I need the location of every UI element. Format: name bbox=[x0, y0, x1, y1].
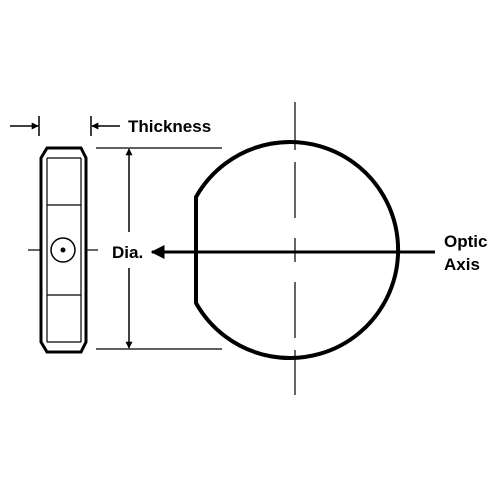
diameter-dimension bbox=[96, 147, 222, 350]
side-view-center-mark bbox=[50, 237, 76, 263]
thickness-dimension bbox=[10, 116, 120, 136]
optic-axis-label-line2: Axis bbox=[444, 255, 480, 274]
optic-axis-label-line1: Optic bbox=[444, 232, 487, 251]
lens-front-view bbox=[194, 102, 401, 395]
diameter-label: Dia. bbox=[112, 243, 143, 262]
thickness-label: Thickness bbox=[128, 117, 211, 136]
lens-side-view bbox=[28, 146, 98, 354]
